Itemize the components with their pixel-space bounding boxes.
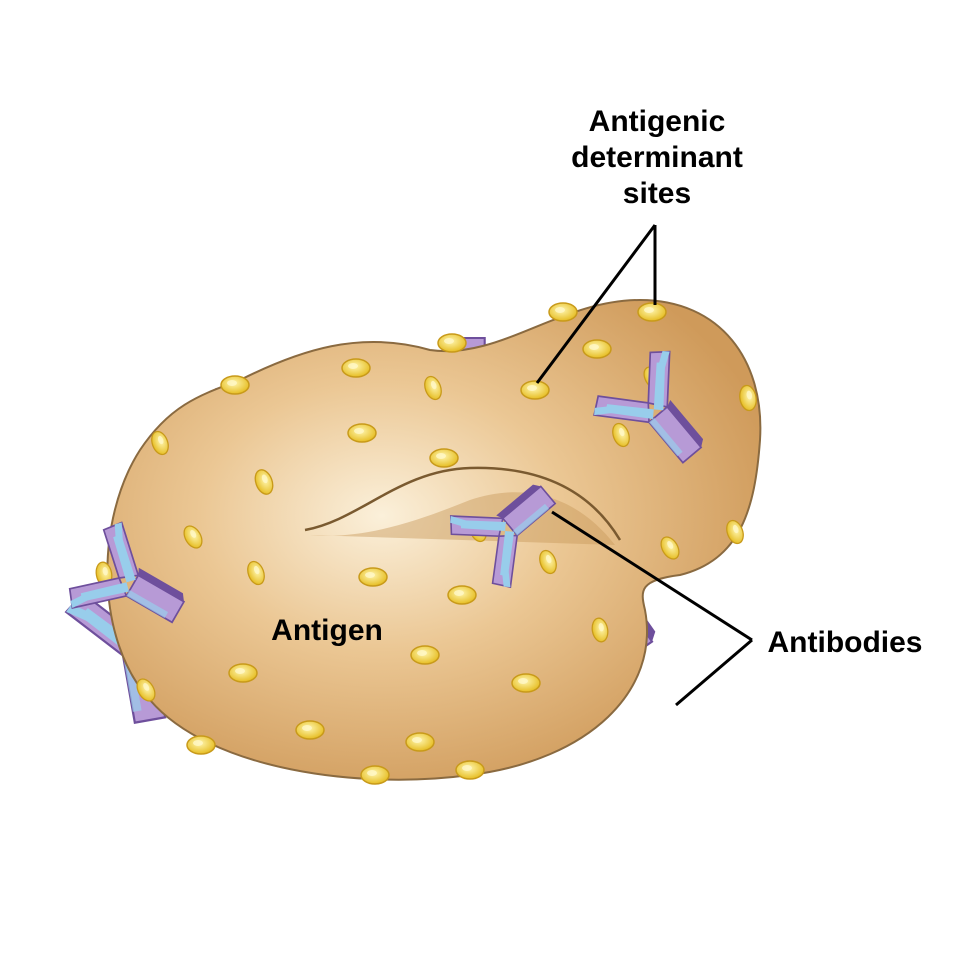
determinant-site <box>447 585 477 605</box>
determinant-site <box>582 339 612 359</box>
determinant-site <box>520 380 550 400</box>
determinant-site <box>405 732 435 752</box>
label-antigenic-line-3: sites <box>623 177 691 210</box>
determinant-site <box>437 333 467 353</box>
label-antibodies: Antibodies <box>768 626 923 659</box>
leader-line-antibodies <box>551 510 753 707</box>
determinant-site <box>295 720 325 740</box>
determinant-site <box>358 567 388 587</box>
label-antigen: Antigen <box>271 614 383 647</box>
label-antigenic-line-1: Antigenic <box>589 105 726 138</box>
diagram-labels: Antigenic determinant sites Antigen Anti… <box>271 105 922 659</box>
leader-lines <box>535 224 753 707</box>
determinant-site <box>220 375 250 395</box>
determinant-site <box>511 673 541 693</box>
determinant-site <box>455 760 485 780</box>
determinant-site <box>347 423 377 443</box>
determinant-site <box>360 765 390 785</box>
determinant-site <box>186 735 216 755</box>
determinant-site <box>548 302 578 322</box>
label-antigenic-line-2: determinant <box>571 141 743 174</box>
determinant-site <box>637 302 667 322</box>
determinant-site <box>341 358 371 378</box>
leader-line-determinant <box>535 224 657 384</box>
determinant-site <box>429 448 459 468</box>
determinant-site <box>410 645 440 665</box>
determinant-site <box>228 663 258 683</box>
